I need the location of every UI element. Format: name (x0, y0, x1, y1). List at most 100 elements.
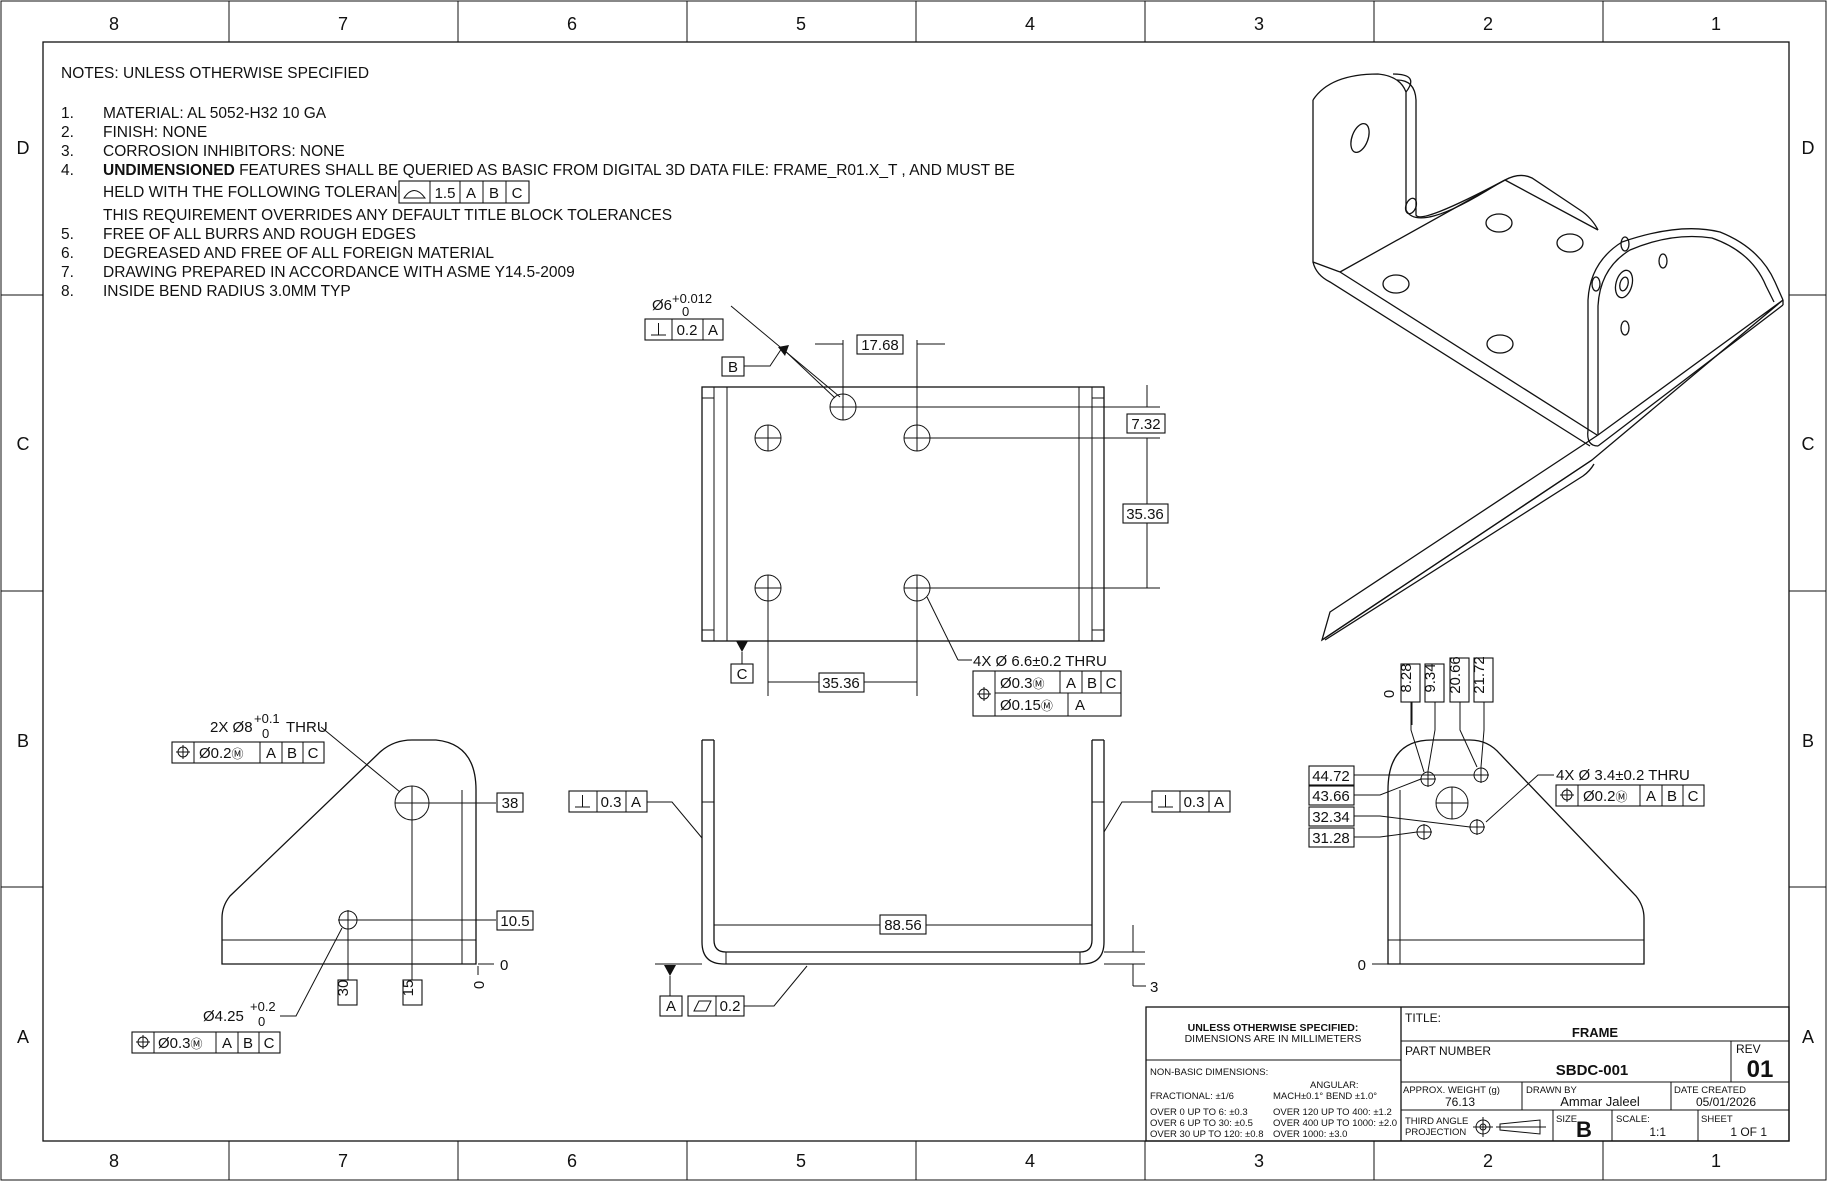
right-ord-31-28: 31.28 (1312, 830, 1350, 847)
left-side-view: 38 10.5 0 0 30 15 2X Ø8 +0.1 0 THRU Ø0.2… (131, 711, 534, 1054)
four-x-fcf1-tol: Ø0.3Ⓜ (1000, 675, 1045, 692)
datum-c: C (737, 666, 748, 683)
hole-6-perp-fcf: 0.2 A (644, 318, 724, 341)
dim-17-68: 17.68 (861, 337, 899, 354)
hole-6-callout: Ø6+0.012 (652, 291, 712, 314)
four-x-hole-callout: 4X Ø 6.6±0.2 THRU (973, 653, 1107, 670)
four-x-fcf1-datum-a: A (1066, 675, 1076, 692)
zone-col-1-top: 1 (1711, 14, 1721, 34)
ord-38: 38 (502, 795, 519, 812)
note-1-text: MATERIAL: AL 5052-H32 10 GA (103, 105, 327, 122)
zone-col-8-bottom: 8 (109, 1151, 119, 1171)
note-5-text: FREE OF ALL BURRS AND ROUGH EDGES (103, 226, 416, 243)
front-view: 88.56 3 0.3 A 0.3 A A 0.2 (568, 739, 1231, 1017)
note-2-number: 2. (61, 124, 74, 141)
notes-heading: NOTES: UNLESS OTHERWISE SPECIFIED (61, 65, 369, 82)
note-4-number: 4. (61, 162, 74, 179)
small-hole-fcf-tol: Ø0.3Ⓜ (158, 1035, 203, 1052)
note-5-number: 5. (61, 226, 74, 243)
flatness-tol: 0.2 (720, 998, 741, 1015)
dim-35-36-vertical: 35.36 (1126, 506, 1164, 523)
zone-col-7-bottom: 7 (338, 1151, 348, 1171)
tb-scale-label: SCALE: (1616, 1114, 1650, 1125)
zone-row-d-right: D (1802, 138, 1815, 158)
datum-a-box (659, 995, 683, 1017)
note-4-rest: FEATURES SHALL BE QUERIED AS BASIC FROM … (235, 162, 1015, 179)
front-right-perp-tol: 0.3 (1184, 794, 1205, 811)
top-view-holes (754, 393, 931, 602)
ord-30-box (337, 979, 358, 1006)
ord-38-box (496, 792, 524, 813)
diameter-symbol-icon: Ø (652, 297, 664, 314)
four-x-size: 6.6±0.2 THRU (1011, 653, 1107, 670)
left-hole-plus: +0.1 (254, 711, 280, 726)
small-hole-plus: +0.2 (250, 999, 276, 1014)
note-2-text: FINISH: NONE (103, 124, 207, 141)
tb-part-number: SBDC-001 (1556, 1062, 1629, 1079)
small-hole-fcf-datum-c: C (264, 1035, 275, 1052)
tb-title-label: TITLE: (1405, 1011, 1441, 1025)
datum-a: A (666, 998, 676, 1015)
note-6-number: 6. (61, 245, 74, 262)
note-4-line-2: HELD WITH THE FOLLOWING TOLERANCE: (103, 184, 423, 201)
note-3-number: 3. (61, 143, 74, 160)
tb-tol-3: OVER 30 UP TO 120: ±0.8 (1150, 1129, 1263, 1140)
zone-col-5-top: 5 (796, 14, 806, 34)
small-hole-fcf-datum-a: A (222, 1035, 232, 1052)
note-profile-fcf: 1.5 A B C (398, 180, 530, 204)
hole-6-dia: 6 (664, 297, 672, 314)
note-4-line-3: THIS REQUIREMENT OVERRIDES ANY DEFAULT T… (103, 207, 672, 224)
note-8-number: 8. (61, 283, 74, 300)
ord-0-right: 0 (500, 957, 508, 974)
zone-row-c-right: C (1802, 434, 1815, 454)
right-four-x-fcf: Ø0.2Ⓜ A B C (1555, 784, 1705, 807)
right-side-view: 0 8.28 9.34 20.66 21.72 44.72 43.66 32.3… (1308, 656, 1705, 974)
tb-tol-4: OVER 120 UP TO 400: ±1.2 (1273, 1107, 1392, 1118)
dim-88-56-box (879, 914, 927, 935)
right-four-x-fcf-tol: Ø0.2Ⓜ (1583, 788, 1628, 805)
note-1-number: 1. (61, 105, 74, 122)
perpendicularity-icon-left (575, 795, 590, 808)
tb-date-label: DATE CREATED (1674, 1085, 1746, 1096)
flatness-icon (693, 1000, 712, 1012)
left-hole-fcf: Ø0.2Ⓜ A B C (171, 741, 325, 764)
notes-block: NOTES: UNLESS OTHERWISE SPECIFIED 1. MAT… (61, 65, 1015, 300)
tb-weight: 76.13 (1445, 1095, 1475, 1109)
datum-b-box (721, 356, 745, 377)
tb-tol-2: OVER 6 UP TO 30: ±0.5 (1150, 1118, 1253, 1129)
zone-row-b-right: B (1802, 731, 1814, 751)
tb-sheet-label: SHEET (1701, 1114, 1733, 1125)
ord-10-5: 10.5 (500, 913, 529, 930)
zone-col-3-bottom: 3 (1254, 1151, 1264, 1171)
zone-row-a-left: A (17, 1027, 29, 1047)
zone-col-2-bottom: 2 (1483, 1151, 1493, 1171)
tb-date: 05/01/2026 (1696, 1095, 1756, 1109)
zone-row-d-left: D (17, 138, 30, 158)
tb-size: B (1576, 1117, 1592, 1142)
front-left-perp-datum: A (631, 794, 641, 811)
zone-col-1-bottom: 1 (1711, 1151, 1721, 1171)
right-ord-20-66: 20.66 (1447, 656, 1464, 694)
dim-35-36-vertical-box (1122, 503, 1169, 524)
dim-7-32-box (1126, 413, 1166, 434)
ord-15-box (402, 979, 423, 1006)
profile-datum-b: B (489, 185, 499, 202)
left-hole-fcf-datum-b: B (287, 745, 297, 762)
four-x-count: 4X (973, 653, 991, 670)
tb-tol-1: OVER 0 UP TO 6: ±0.3 (1150, 1107, 1248, 1118)
tb-angular-label: ANGULAR: (1310, 1080, 1359, 1091)
note-7-text: DRAWING PREPARED IN ACCORDANCE WITH ASME… (103, 264, 575, 281)
isometric-view (1312, 73, 1784, 642)
note-6-text: DEGREASED AND FREE OF ALL FOREIGN MATERI… (103, 245, 494, 262)
tb-non-basic: NON-BASIC DIMENSIONS: (1150, 1067, 1268, 1078)
right-four-x-fcf-datum-a: A (1646, 788, 1656, 805)
left-hole-fcf-datum-a: A (266, 745, 276, 762)
right-ord-8-28: 8.28 (1398, 663, 1415, 692)
tb-projection-line1: THIRD ANGLE (1405, 1116, 1468, 1127)
small-hole-fcf: Ø0.3Ⓜ A B C (131, 1031, 281, 1054)
tb-tol-5: OVER 400 UP TO 1000: ±2.0 (1273, 1118, 1397, 1129)
tb-rev: 01 (1747, 1056, 1774, 1083)
profile-datum-c: C (512, 185, 523, 202)
